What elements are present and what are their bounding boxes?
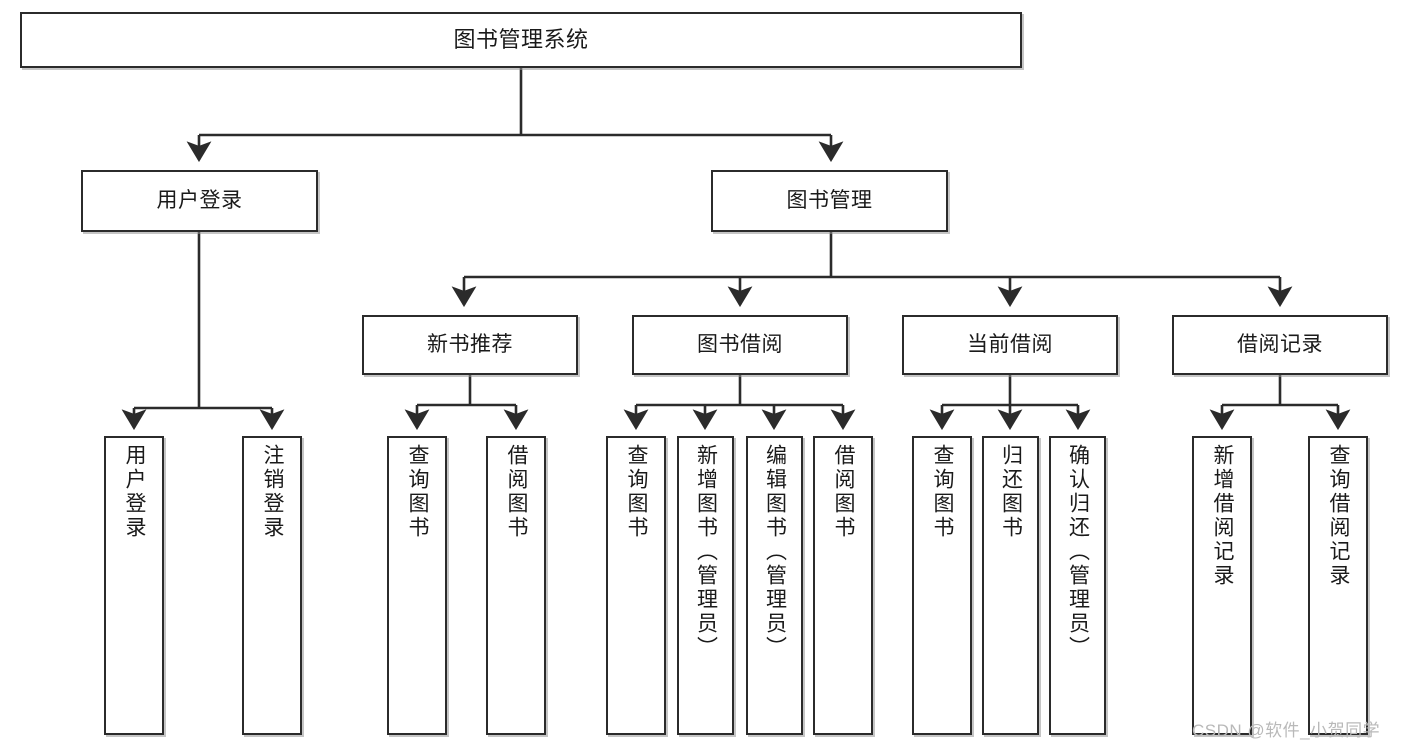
node-label: 图书借阅 bbox=[697, 332, 783, 356]
node-current-borrow[interactable]: 当前借阅 bbox=[902, 315, 1118, 375]
node-leaf-borrow-book-1[interactable]: 借阅图书 bbox=[486, 436, 546, 735]
node-leaf-confirm-return[interactable]: 确认归还（管理员） bbox=[1049, 436, 1106, 735]
node-label: 当前借阅 bbox=[967, 332, 1053, 356]
node-leaf-user-login[interactable]: 用户登录 bbox=[104, 436, 164, 735]
node-label: 编辑图书（管理员） bbox=[763, 444, 787, 660]
node-label: 用户登录 bbox=[123, 444, 147, 540]
node-book-manage[interactable]: 图书管理 bbox=[711, 170, 948, 232]
csdn-watermark: CSDN @软件_小贺同学 bbox=[1192, 721, 1381, 740]
node-leaf-return-book[interactable]: 归还图书 bbox=[982, 436, 1039, 735]
node-leaf-query-record[interactable]: 查询借阅记录 bbox=[1308, 436, 1368, 735]
node-label: 借阅图书 bbox=[832, 444, 856, 540]
node-label: 查询图书 bbox=[406, 444, 430, 540]
node-label: 新增图书（管理员） bbox=[694, 444, 718, 660]
node-leaf-add-record[interactable]: 新增借阅记录 bbox=[1192, 436, 1252, 735]
node-leaf-borrow-book-2[interactable]: 借阅图书 bbox=[813, 436, 873, 735]
node-label: 查询图书 bbox=[931, 444, 955, 540]
node-label: 确认归还（管理员） bbox=[1066, 444, 1090, 660]
node-user-login[interactable]: 用户登录 bbox=[81, 170, 318, 232]
node-borrow-record[interactable]: 借阅记录 bbox=[1172, 315, 1388, 375]
node-leaf-add-book[interactable]: 新增图书（管理员） bbox=[677, 436, 734, 735]
node-label: 新增借阅记录 bbox=[1211, 444, 1235, 588]
node-new-book-rec[interactable]: 新书推荐 bbox=[362, 315, 578, 375]
node-leaf-edit-book[interactable]: 编辑图书（管理员） bbox=[746, 436, 803, 735]
node-label: 查询借阅记录 bbox=[1327, 444, 1351, 588]
node-leaf-query-book-3[interactable]: 查询图书 bbox=[912, 436, 972, 735]
node-label: 归还图书 bbox=[999, 444, 1023, 540]
node-label: 用户登录 bbox=[156, 188, 243, 212]
node-root-system[interactable]: 图书管理系统 bbox=[20, 12, 1022, 68]
node-book-borrow[interactable]: 图书借阅 bbox=[632, 315, 848, 375]
node-label: 注销登录 bbox=[261, 444, 285, 540]
node-leaf-query-book-2[interactable]: 查询图书 bbox=[606, 436, 666, 735]
node-label: 借阅图书 bbox=[505, 444, 529, 540]
node-label: 借阅记录 bbox=[1237, 332, 1323, 356]
node-label: 查询图书 bbox=[625, 444, 649, 540]
node-label: 图书管理系统 bbox=[453, 27, 589, 53]
node-label: 图书管理 bbox=[786, 188, 873, 212]
node-label: 新书推荐 bbox=[427, 332, 513, 356]
node-leaf-query-book-1[interactable]: 查询图书 bbox=[387, 436, 447, 735]
node-leaf-user-logout[interactable]: 注销登录 bbox=[242, 436, 302, 735]
